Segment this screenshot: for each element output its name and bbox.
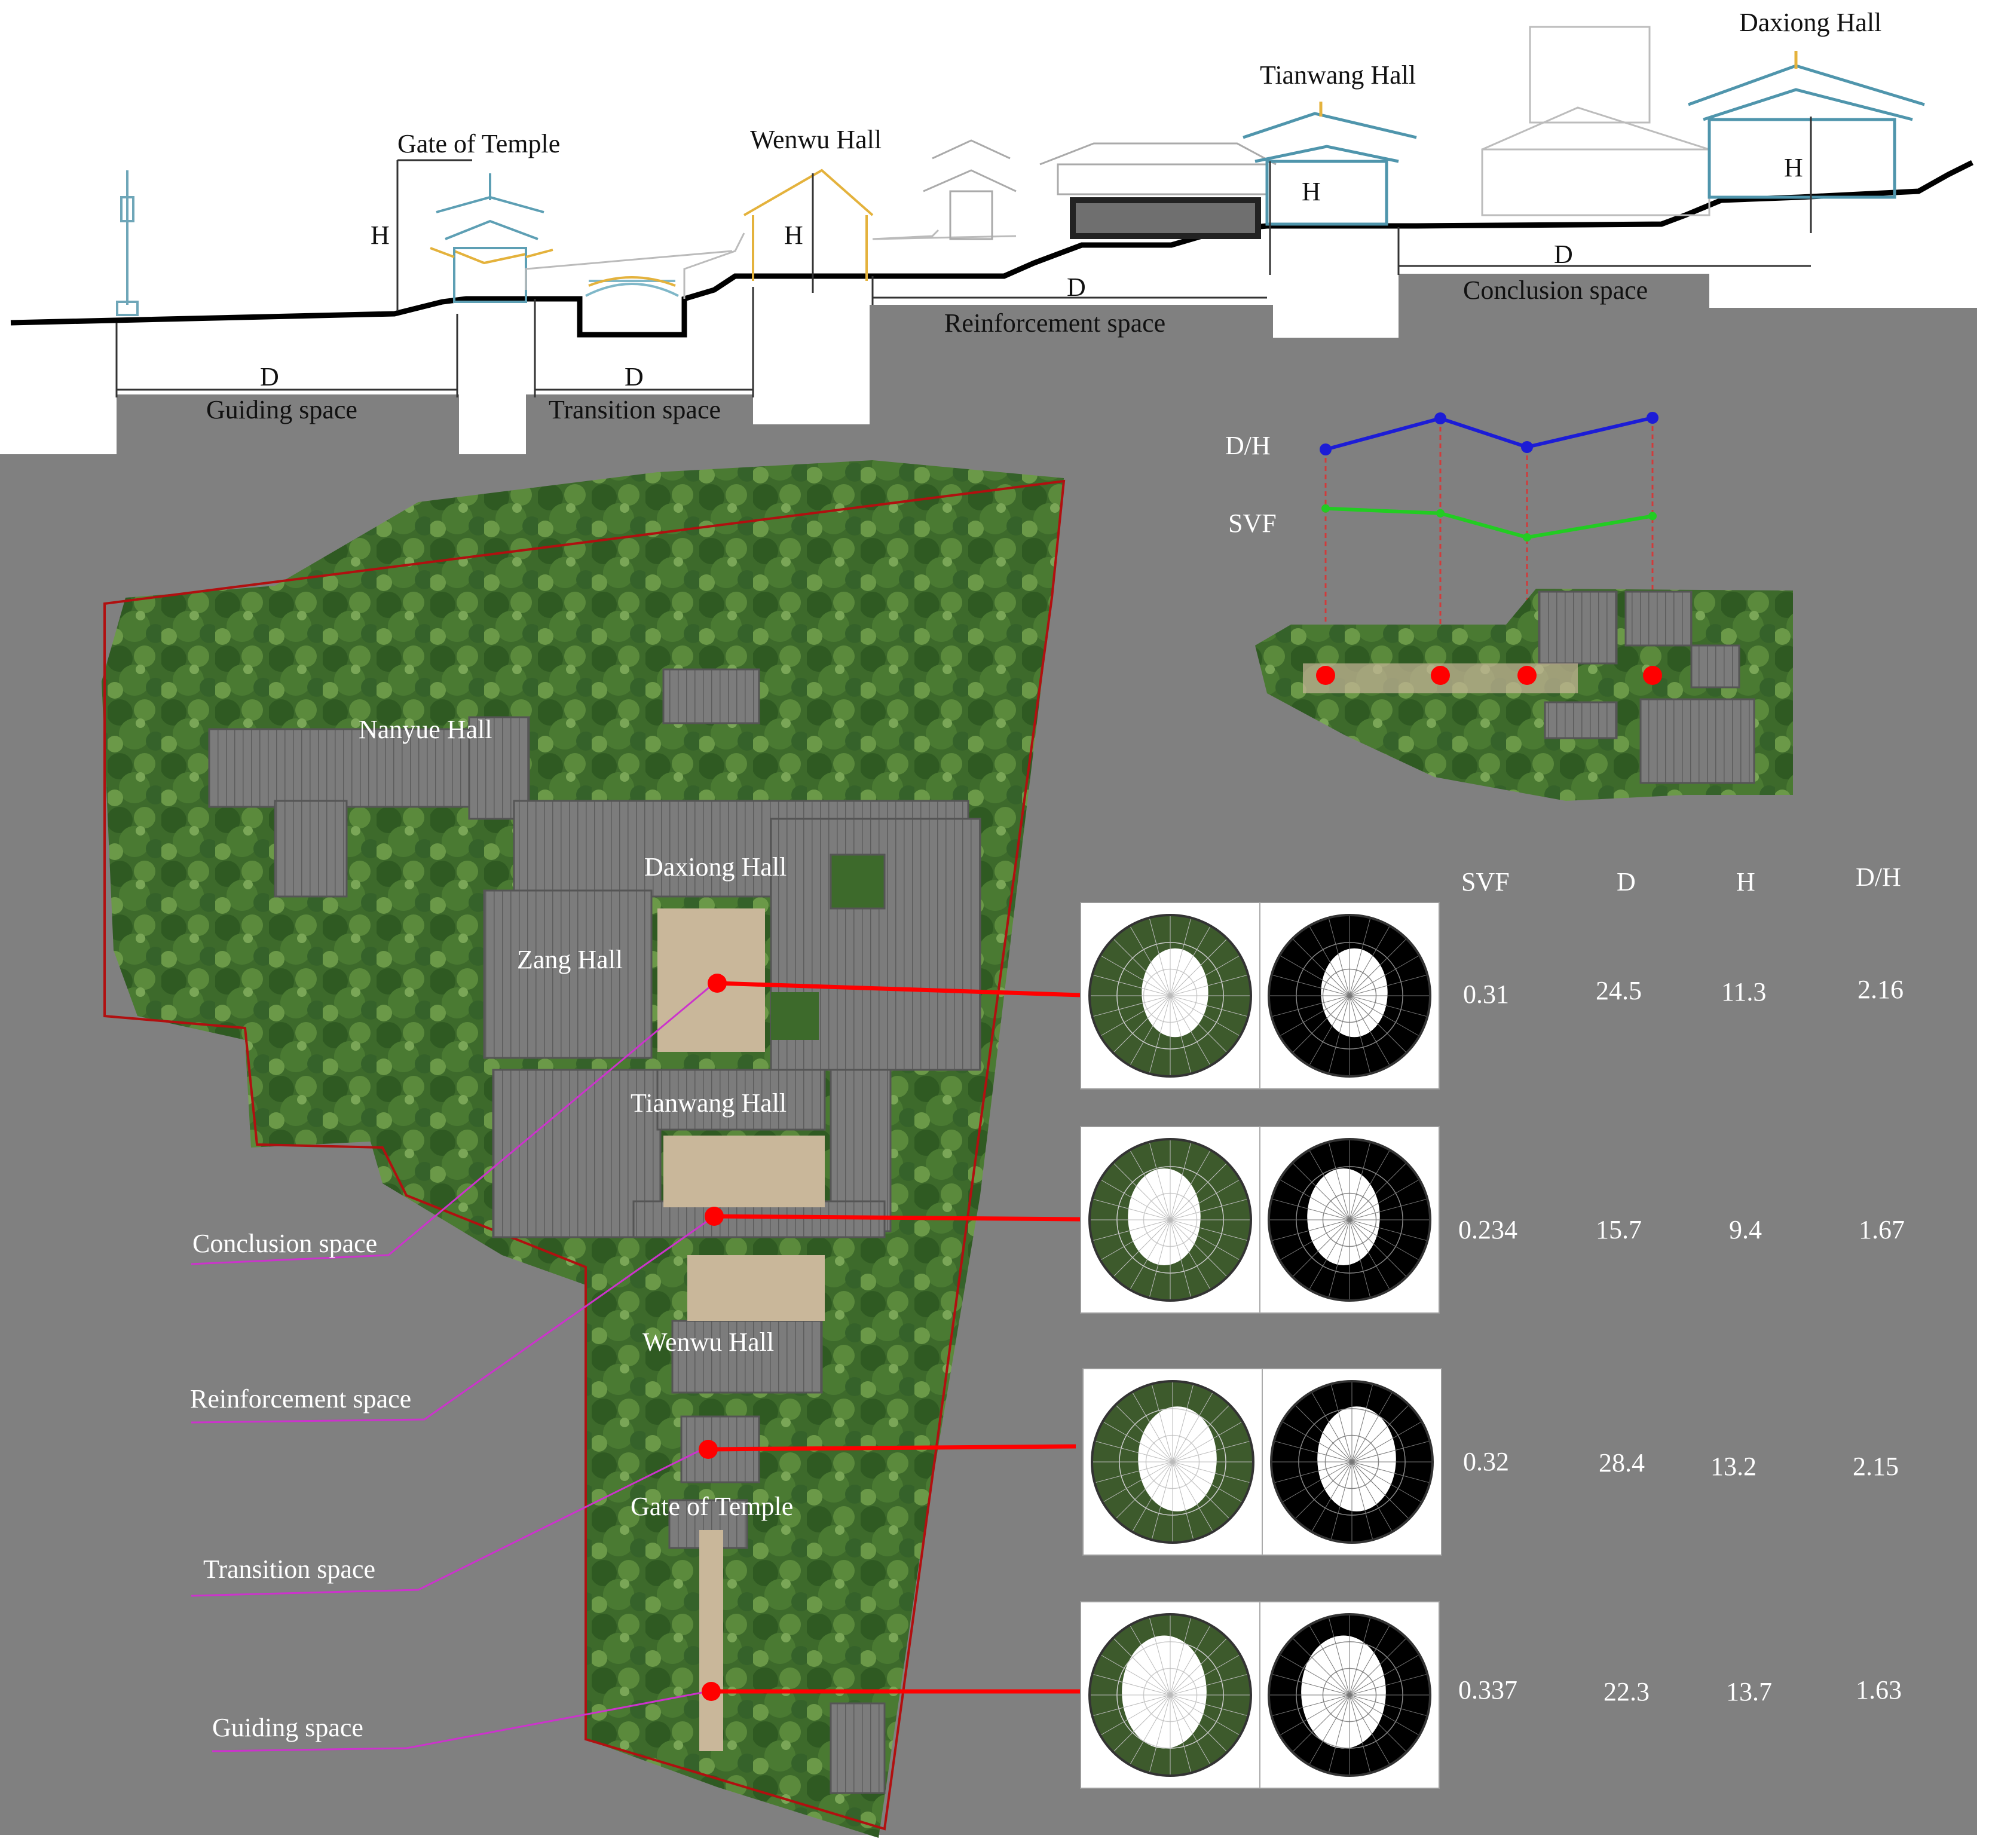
sky-area — [1301, 1635, 1386, 1749]
section-label-daxiong: Daxiong Hall — [1739, 8, 1881, 37]
svf-point — [1321, 504, 1330, 513]
fisheye-panel — [1080, 1126, 1440, 1314]
site-plan-aerial: Nanyue Hall Daxiong Hall Zang Hall Tianw… — [102, 460, 1066, 1838]
table-cell: 0.32 — [1463, 1447, 1509, 1476]
plan-label-gate: Gate of Temple — [631, 1492, 793, 1521]
callout-conclusion: Conclusion space — [192, 1229, 377, 1258]
svf-series-line — [1325, 506, 1653, 540]
table-header-svf: SVF — [1461, 867, 1510, 897]
dh-point — [1320, 443, 1332, 455]
table-cell: 28.4 — [1599, 1448, 1645, 1477]
table-cell: 2.15 — [1853, 1452, 1899, 1481]
dh-point — [1521, 441, 1533, 453]
marker-guiding — [702, 1682, 721, 1701]
wenwu-hall-drawing — [743, 169, 874, 281]
section-h-tianwang: H — [1302, 177, 1321, 206]
callout-lines — [191, 982, 715, 1752]
nanyue-roof — [208, 728, 521, 808]
marker-transition — [699, 1440, 718, 1459]
marker-reinforcement — [705, 1207, 724, 1226]
section-h-gate: H — [371, 221, 390, 250]
space-label-transition: Transition space — [549, 395, 721, 424]
table-cell: 1.67 — [1859, 1215, 1905, 1244]
section-d-guiding: D — [260, 362, 279, 391]
fisheye-panels — [1080, 902, 1442, 1789]
svf-point — [1648, 512, 1657, 521]
tianwang-hall-drawing — [1243, 102, 1417, 226]
gray-left-strip — [0, 454, 11, 1835]
table-cell: 2.16 — [1858, 975, 1904, 1004]
fisheye-panel — [1080, 902, 1440, 1090]
dh-point — [1647, 412, 1658, 424]
callout-guiding: Guiding space — [212, 1713, 363, 1742]
table-header-h: H — [1736, 867, 1755, 897]
dh-series-line — [1325, 416, 1653, 451]
table-header-dh: D/H — [1856, 862, 1901, 892]
table-cell: 0.337 — [1458, 1675, 1517, 1705]
sample-point-markers — [699, 974, 1082, 1701]
sky-area — [1122, 1635, 1207, 1749]
table-cell: 9.4 — [1729, 1215, 1762, 1244]
sky-area — [1307, 1168, 1380, 1265]
fisheye-panel — [1082, 1368, 1442, 1556]
table-cell: 0.234 — [1458, 1215, 1517, 1244]
section-d-reinforcement: D — [1067, 273, 1086, 302]
bridge-drawing — [585, 276, 679, 297]
sky-area — [1128, 1168, 1201, 1265]
plan-label-nanyue: Nanyue Hall — [359, 715, 492, 744]
space-label-guiding: Guiding space — [206, 395, 357, 424]
zang-roof — [483, 889, 653, 1059]
table-cell: 15.7 — [1596, 1215, 1642, 1244]
callout-transition: Transition space — [203, 1555, 375, 1584]
fisheye-panel — [1080, 1601, 1440, 1789]
section-h-daxiong: H — [1784, 153, 1803, 182]
marker-conclusion — [708, 974, 727, 993]
daxiong-hall-drawing — [1688, 51, 1925, 199]
series-label-dh: D/H — [1225, 431, 1271, 460]
plan-label-tianwang: Tianwang Hall — [631, 1088, 787, 1118]
section-d-transition: D — [625, 362, 644, 391]
mini-map-marker — [1316, 666, 1335, 685]
table-cell: 24.5 — [1596, 976, 1642, 1005]
section-elevation: Gate of Temple Wenwu Hall Tianwang Hall … — [10, 8, 1974, 424]
mini-map-marker — [1517, 666, 1537, 685]
metrics-table: SVF D H D/H 0.31 24.5 11.3 2.16 0.234 15… — [1458, 862, 1905, 1706]
space-label-conclusion: Conclusion space — [1463, 276, 1648, 305]
table-cell: 11.3 — [1721, 977, 1766, 1006]
table-cell: 13.2 — [1710, 1452, 1757, 1481]
lantern-pillar — [116, 170, 139, 316]
dh-svf-chart: D/H SVF — [1225, 412, 1658, 672]
long-hall-drawing — [1039, 142, 1277, 239]
series-label-svf: SVF — [1228, 509, 1277, 538]
svf-point — [1523, 533, 1531, 542]
section-label-wenwu: Wenwu Hall — [750, 125, 882, 154]
wenwu-roof — [671, 1320, 823, 1394]
courtyards — [657, 908, 825, 1751]
plan-label-wenwu: Wenwu Hall — [642, 1327, 774, 1357]
section-label-tianwang: Tianwang Hall — [1260, 60, 1416, 90]
daxiong-hall-background — [1481, 26, 1710, 216]
table-cell: 13.7 — [1726, 1677, 1772, 1706]
section-h-wenwu: H — [784, 221, 803, 250]
table-cell: 1.63 — [1856, 1675, 1902, 1705]
mini-aerial-map — [1255, 589, 1793, 801]
table-header-d: D — [1617, 867, 1636, 897]
space-label-reinforcement: Reinforcement space — [944, 308, 1165, 338]
plan-label-daxiong: Daxiong Hall — [644, 852, 787, 882]
table-cell: 0.31 — [1463, 980, 1509, 1009]
bell-pavilion-drawing — [923, 139, 1017, 240]
mini-map-marker — [1431, 666, 1450, 685]
mini-map-marker — [1643, 666, 1662, 685]
section-d-conclusion: D — [1554, 240, 1573, 269]
gate-pavilion-drawing — [430, 173, 553, 303]
dh-point — [1434, 412, 1446, 424]
distance-lines — [115, 227, 1811, 397]
table-cell: 22.3 — [1604, 1677, 1650, 1706]
plan-label-zang: Zang Hall — [517, 945, 623, 974]
svf-point — [1436, 509, 1445, 518]
ground-line — [10, 160, 1974, 338]
callout-reinforcement: Reinforcement space — [190, 1384, 411, 1413]
section-label-gate: Gate of Temple — [397, 129, 560, 158]
